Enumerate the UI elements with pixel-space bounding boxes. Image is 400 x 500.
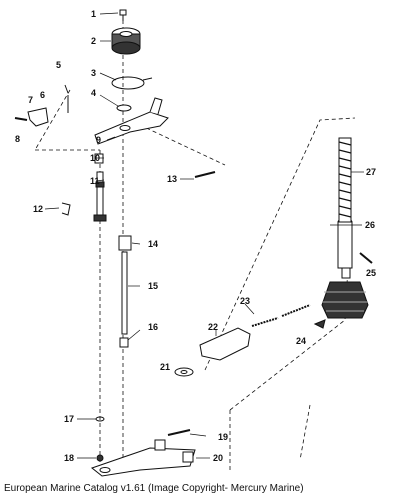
part-24-pin [313,319,326,329]
callout-6: 6 [40,90,45,100]
part-11-sleeve [93,171,107,222]
callout-12: 12 [33,204,43,214]
callout-27: 27 [366,167,376,177]
callout-9: 9 [96,135,101,145]
image-caption: European Marine Catalog v1.61 (Image Cop… [4,483,304,494]
part-27-spring [338,137,352,223]
callout-21: 21 [160,362,170,372]
callout-18: 18 [64,453,74,463]
part-10-bushing [94,153,104,164]
callout-24: 24 [296,336,306,346]
part-23-springs [251,304,311,327]
part-4-washer [116,104,132,112]
callout-2: 2 [91,36,96,46]
part-18-screw [96,454,104,462]
exploded-parts-diagram: 1 2 3 4 5 6 7 8 9 10 11 12 13 14 15 16 1… [14,9,376,477]
part-8-screw [14,117,28,121]
callout-10: 10 [90,153,100,163]
callout-3: 3 [91,68,96,78]
callout-4: 4 [91,88,96,98]
part-2-gear [111,27,141,55]
callout-7: 7 [28,95,33,105]
part-22-handle [199,327,251,361]
reference-lines [34,20,356,470]
part-3-spring-clip [111,76,153,90]
callout-15: 15 [148,281,158,291]
callout-26: 26 [365,220,375,230]
part-7-bracket [27,107,49,127]
part-16-rod-end [119,337,129,348]
part-9-shift-lever [94,97,169,145]
callout-16: 16 [148,322,158,332]
callout-1: 1 [91,9,96,19]
callout-17: 17 [64,414,74,424]
part-14-coupler [118,235,132,251]
callout-8: 8 [15,134,20,144]
callout-20: 20 [213,453,223,463]
bellows-boot [321,281,369,319]
callout-19: 19 [218,432,228,442]
part-19-pin [167,429,191,436]
part-26-shaft [337,218,353,279]
part-25-pin [359,252,373,264]
callout-14: 14 [148,239,158,249]
part-21-washer [174,367,194,377]
part-20-lower-shift-lever [90,439,196,477]
callout-11: 11 [90,176,100,186]
part-1-screw [119,9,127,21]
callout-23: 23 [240,296,250,306]
leader-lines [44,12,364,459]
callout-5: 5 [56,60,61,70]
part-13-bolt [194,171,216,178]
part-15-shift-rod [121,251,128,335]
callout-labels: 1 2 3 4 5 6 7 8 9 10 11 12 13 14 15 16 1… [15,9,376,463]
callout-22: 22 [208,322,218,332]
part-5-pin [64,84,69,94]
callout-25: 25 [366,268,376,278]
callout-13: 13 [167,174,177,184]
part-12-clip [61,202,71,216]
